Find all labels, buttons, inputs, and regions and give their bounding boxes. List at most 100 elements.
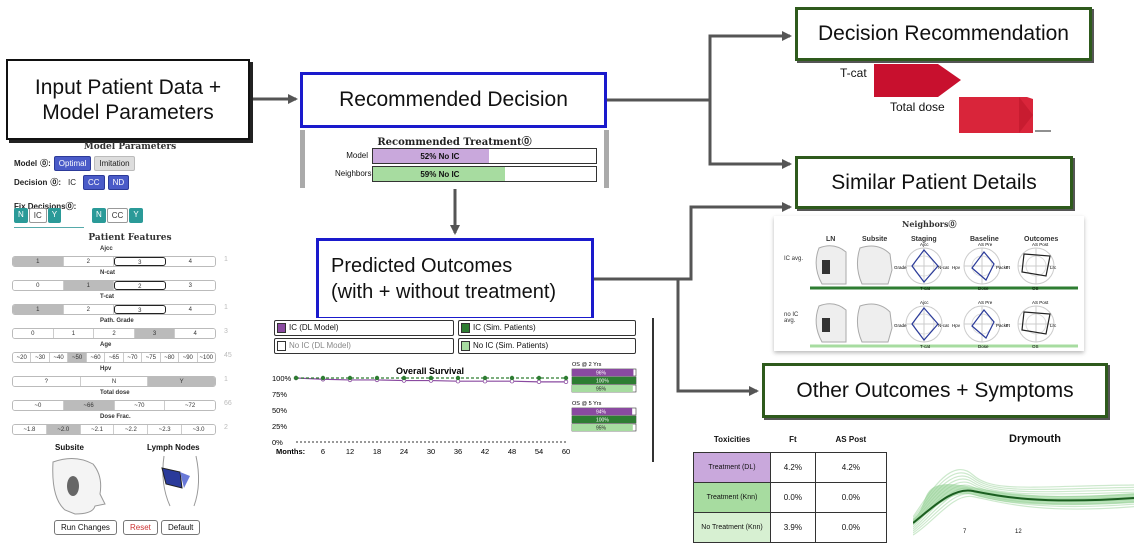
data-point xyxy=(482,375,488,381)
decision-nd-button[interactable]: ND xyxy=(107,175,130,190)
feature-option[interactable]: 2 xyxy=(63,305,114,314)
legend-noic-dl[interactable]: No IC (DL Model) xyxy=(274,338,454,354)
feature-option[interactable]: 2 xyxy=(94,329,135,338)
model-imitation-button[interactable]: Imitation xyxy=(94,156,135,171)
subsite-head-diagram[interactable] xyxy=(45,454,110,516)
input-patient-data-box: Input Patient Data + Model Parameters xyxy=(6,59,250,140)
os-value-fill xyxy=(572,369,634,376)
fix-ic-toggle[interactable]: N IC Y xyxy=(14,208,62,223)
feature-selector[interactable]: ~20~30~40~50~60~65~70~75~80~90~100 xyxy=(12,352,216,363)
feature-option[interactable]: 1 xyxy=(53,329,95,338)
feature-option[interactable]: ~20 xyxy=(13,353,32,362)
feature-option[interactable]: ~30 xyxy=(31,353,50,362)
feature-option[interactable]: 1 xyxy=(13,305,64,314)
feature-label: Age xyxy=(100,342,112,348)
feature-option[interactable]: 1 xyxy=(63,281,114,290)
data-point xyxy=(347,375,353,381)
fix-ic-y[interactable]: Y xyxy=(47,208,62,223)
feature-option[interactable]: ~66 xyxy=(63,401,115,410)
legend-noic-sim[interactable]: No IC (Sim. Patients) xyxy=(458,338,636,354)
radar-axis-label: Dose xyxy=(978,286,989,291)
recommended-box-label: Recommended Decision xyxy=(339,88,568,111)
input-box-label: Input Patient Data + Model Parameters xyxy=(34,75,222,124)
feature-option[interactable]: ~75 xyxy=(142,353,161,362)
feature-option[interactable]: ~2.0 xyxy=(46,425,81,434)
radar-axis-label: Packs xyxy=(996,323,1009,328)
feature-option[interactable]: ~90 xyxy=(179,353,198,362)
feature-option[interactable]: ~2.3 xyxy=(148,425,183,434)
patient-features-title: Patient Features xyxy=(88,233,172,243)
feature-option[interactable]: 3 xyxy=(165,281,215,290)
default-button[interactable]: Default xyxy=(161,520,201,535)
fix-ic-ic[interactable]: IC xyxy=(28,208,47,223)
feature-option[interactable]: ~65 xyxy=(105,353,124,362)
feature-option[interactable]: ~1.8 xyxy=(13,425,47,434)
run-changes-button[interactable]: Run Changes xyxy=(54,520,117,535)
feature-option[interactable]: ? xyxy=(13,377,81,386)
feature-option[interactable]: 1 xyxy=(13,257,64,266)
os-value-text: 100% xyxy=(596,418,609,424)
feature-option[interactable]: ~70 xyxy=(123,353,143,362)
feature-option[interactable]: ~40 xyxy=(49,353,69,362)
neighbors-col-ln: LN xyxy=(826,236,836,243)
radar-axis-label: Hpv xyxy=(952,265,961,270)
toxicity-header-row: Toxicities Ft AS Post xyxy=(694,428,887,452)
x-tick-label: 12 xyxy=(346,447,354,456)
decision-cc-button[interactable]: CC xyxy=(83,175,105,190)
feature-option[interactable]: ~70 xyxy=(114,401,166,410)
feature-option[interactable]: ~3.0 xyxy=(182,425,215,434)
neighbors-bar-fill xyxy=(373,167,505,181)
fix-ic-n[interactable]: N xyxy=(14,208,28,223)
feature-option[interactable]: ~100 xyxy=(197,353,215,362)
drymouth-mean-line xyxy=(913,489,1134,524)
decision-ic-button[interactable]: IC xyxy=(64,176,81,189)
feature-option[interactable]: 0 xyxy=(13,281,64,290)
feature-option[interactable]: Y xyxy=(148,377,215,386)
radar-axis-label: AS Post xyxy=(1032,300,1049,305)
radar-axis-label: T-cat xyxy=(920,286,931,291)
fix-cc-y[interactable]: Y xyxy=(129,208,143,223)
feature-side-value: 66 xyxy=(224,400,232,407)
feature-option[interactable]: 4 xyxy=(175,329,215,338)
radar-shape xyxy=(911,307,939,341)
fix-cc-cc[interactable]: CC xyxy=(106,208,129,223)
predicted-box-line1: Predicted Outcomes xyxy=(331,255,513,277)
feature-option[interactable]: 3 xyxy=(114,305,166,314)
feature-option[interactable]: 0 xyxy=(13,329,54,338)
legend-ic-sim[interactable]: IC (Sim. Patients) xyxy=(458,320,636,336)
feature-option[interactable]: ~0 xyxy=(13,401,64,410)
tcat-label: T-cat xyxy=(840,66,867,80)
feature-option[interactable]: ~50 xyxy=(68,353,87,362)
model-optimal-button[interactable]: Optimal xyxy=(53,156,92,171)
feature-option[interactable]: 4 xyxy=(165,305,215,314)
feature-option[interactable]: 4 xyxy=(165,257,215,266)
legend-ic-dl[interactable]: IC (DL Model) xyxy=(274,320,454,336)
feature-option[interactable]: 3 xyxy=(114,257,166,266)
tox-as-value: 4.2% xyxy=(814,451,888,483)
feature-option[interactable]: ~72 xyxy=(165,401,215,410)
feature-option[interactable]: ~80 xyxy=(160,353,180,362)
feature-option[interactable]: ~60 xyxy=(86,353,106,362)
model-params-title: Model Parameters xyxy=(83,142,177,152)
lymph-node-diagram[interactable] xyxy=(150,454,215,516)
feature-option[interactable]: 2 xyxy=(63,257,114,266)
feature-selector[interactable]: ~0~66~70~72 xyxy=(12,400,216,411)
reset-button[interactable]: Reset xyxy=(123,520,158,535)
drymouth-title: Drymouth xyxy=(1009,433,1061,445)
feature-option[interactable]: 2 xyxy=(114,281,166,290)
fix-cc-n[interactable]: N xyxy=(92,208,106,223)
feature-option[interactable]: 3 xyxy=(134,329,176,338)
fix-cc-toggle[interactable]: N CC Y xyxy=(92,208,143,223)
feature-option[interactable]: ~2.1 xyxy=(80,425,115,434)
data-point xyxy=(455,375,461,381)
feature-option[interactable]: N xyxy=(80,377,149,386)
feature-selector[interactable]: ~1.8~2.0~2.1~2.2~2.3~3.0 xyxy=(12,424,216,435)
feature-option[interactable]: ~2.2 xyxy=(114,425,149,434)
